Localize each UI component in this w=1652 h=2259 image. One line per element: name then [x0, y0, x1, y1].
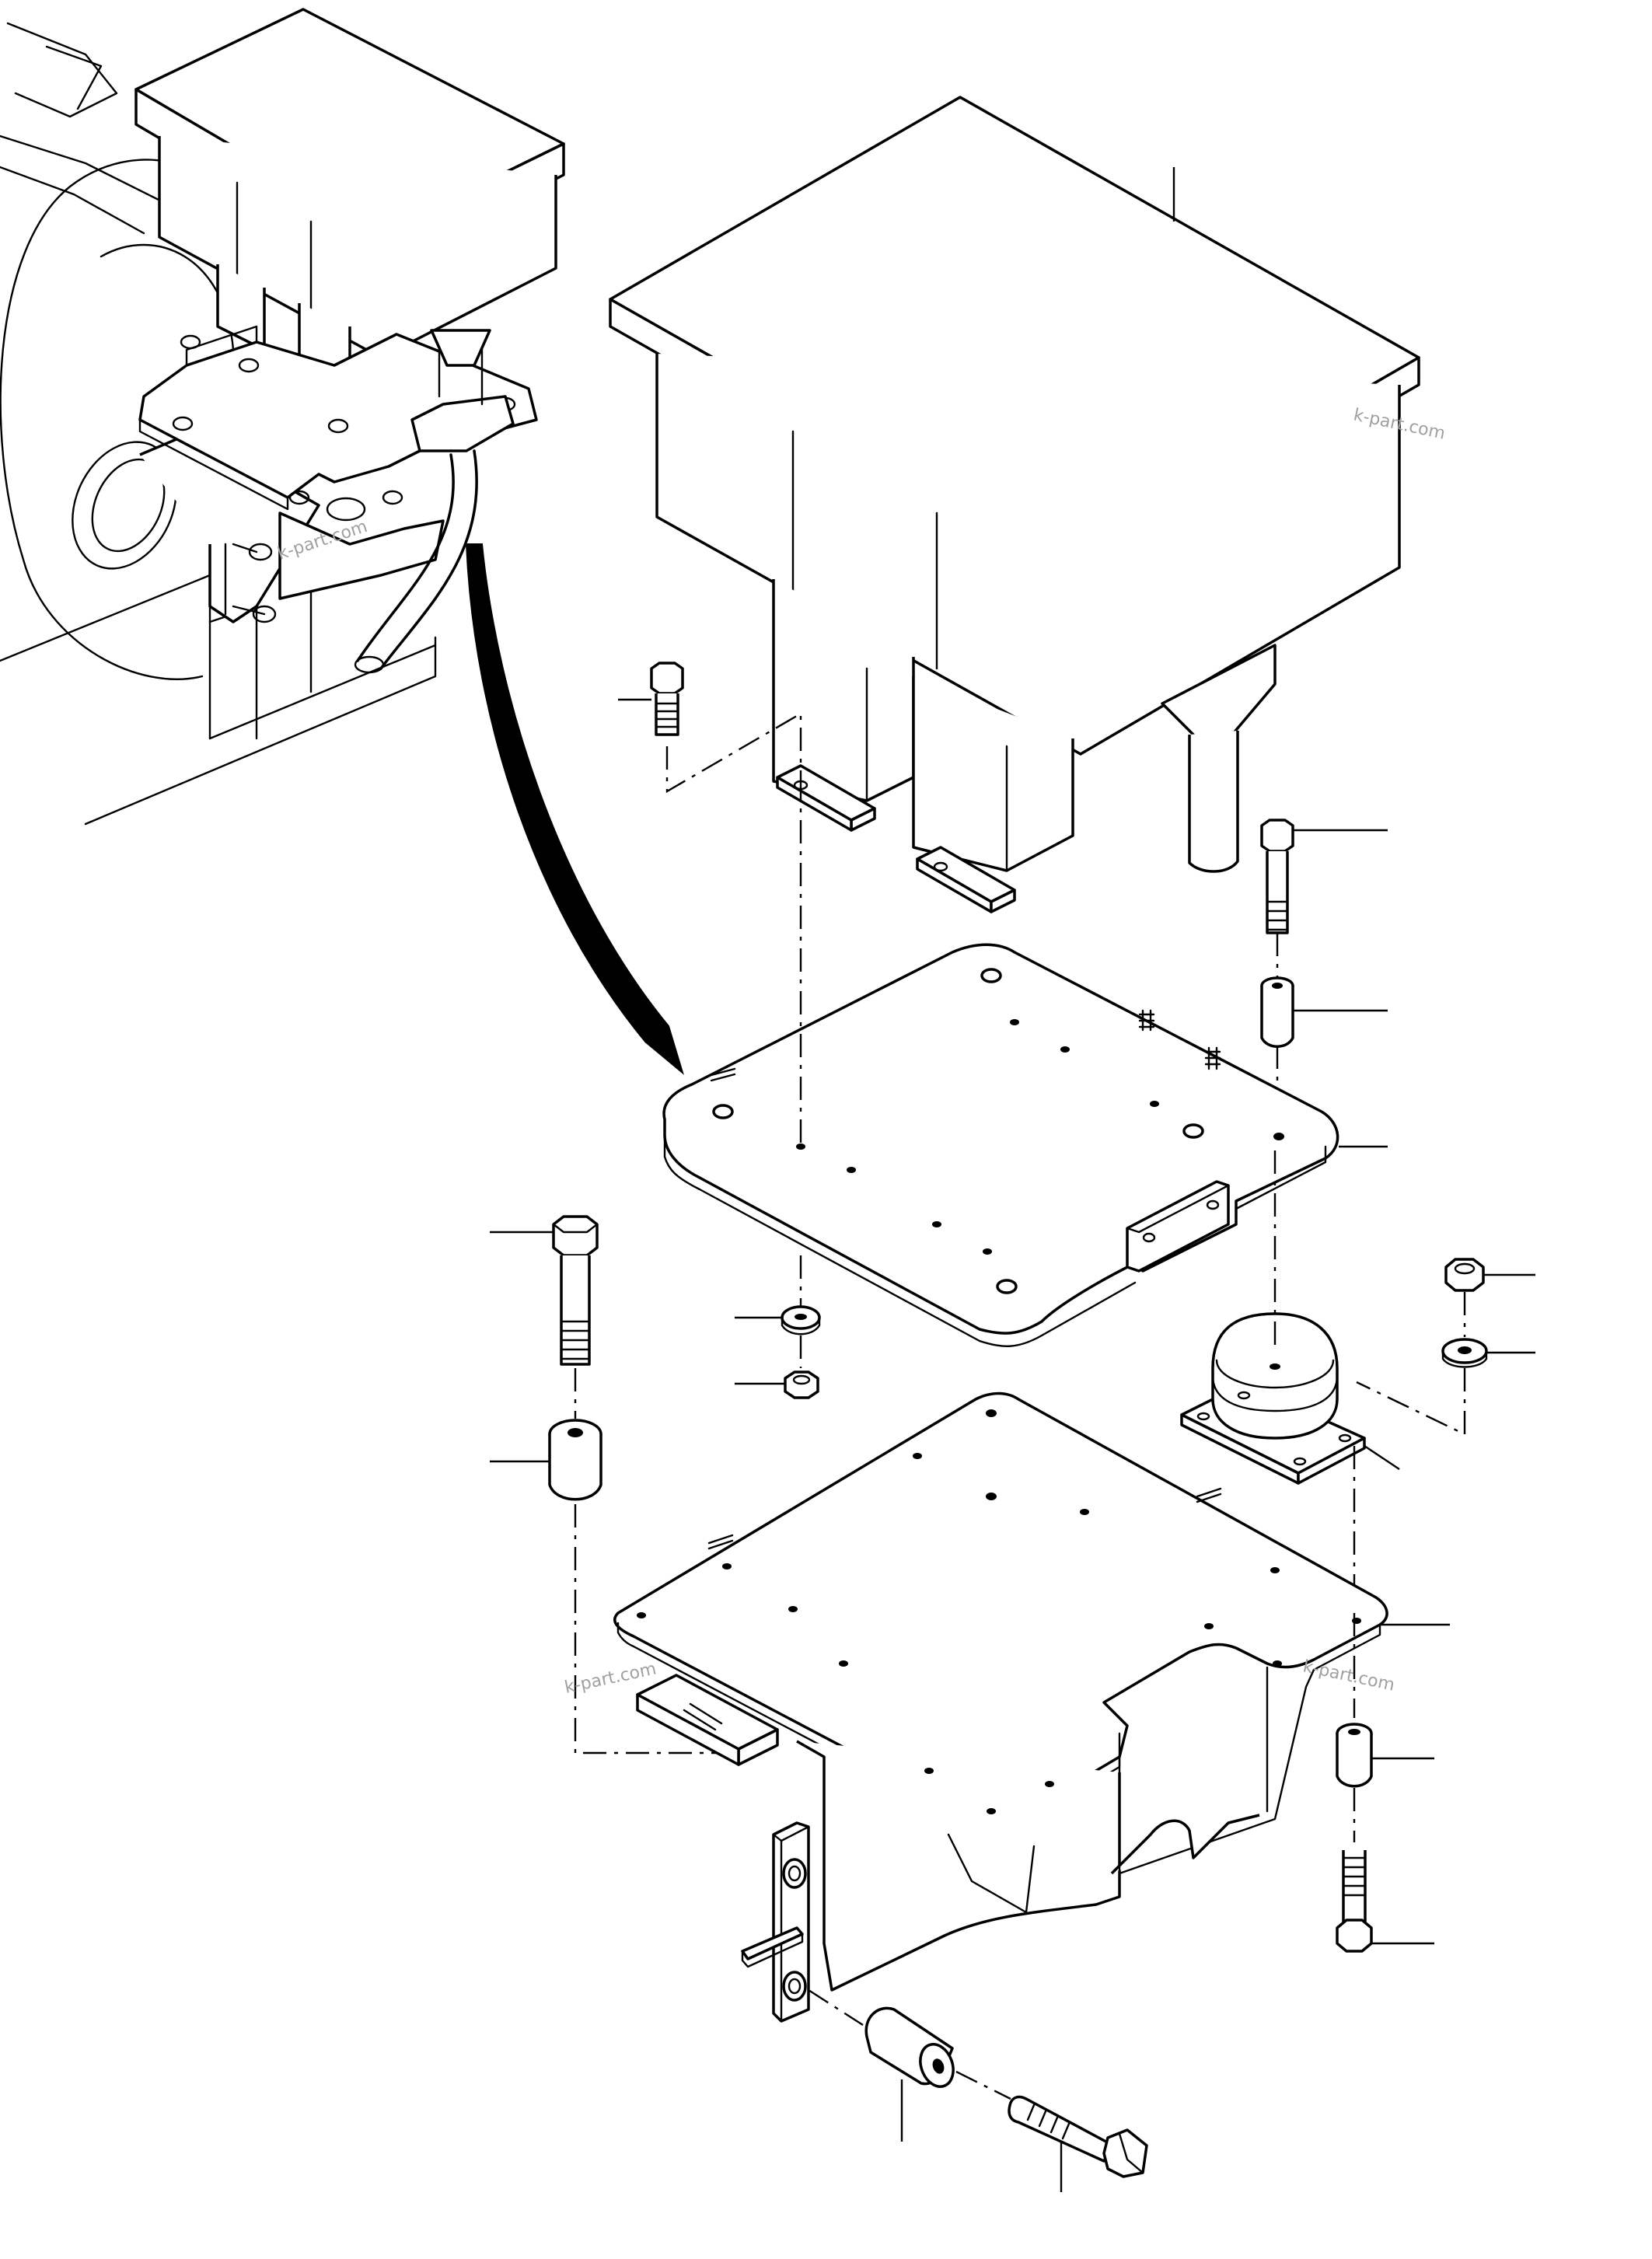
washer-left	[781, 1305, 821, 1335]
upper-mounting-plate	[662, 943, 1339, 1347]
spacer-lower-left	[548, 1419, 602, 1501]
nut-left	[784, 1370, 819, 1399]
bushing-bottom	[864, 2006, 955, 2088]
rubber-mount	[1180, 1312, 1366, 1485]
installation-location-inset: k-part.com	[0, 8, 565, 826]
bolt-upper-right	[1260, 819, 1294, 934]
spacer-lower-right	[1336, 1723, 1373, 1788]
location-arrow	[465, 543, 684, 1075]
spacer-upper-right	[1260, 976, 1294, 1048]
nut-right	[1444, 1258, 1485, 1292]
washer-right	[1441, 1338, 1488, 1368]
bolt-upper-left	[650, 662, 684, 736]
bolt-lower-right	[1336, 1850, 1373, 1953]
bolt-lower-left	[552, 1215, 599, 1366]
bolt-bottom	[1008, 2095, 1148, 2178]
lower-base-plate	[613, 1391, 1388, 2023]
watermark-text: k-part.com	[1301, 1657, 1396, 1695]
battery-box	[609, 96, 1420, 913]
